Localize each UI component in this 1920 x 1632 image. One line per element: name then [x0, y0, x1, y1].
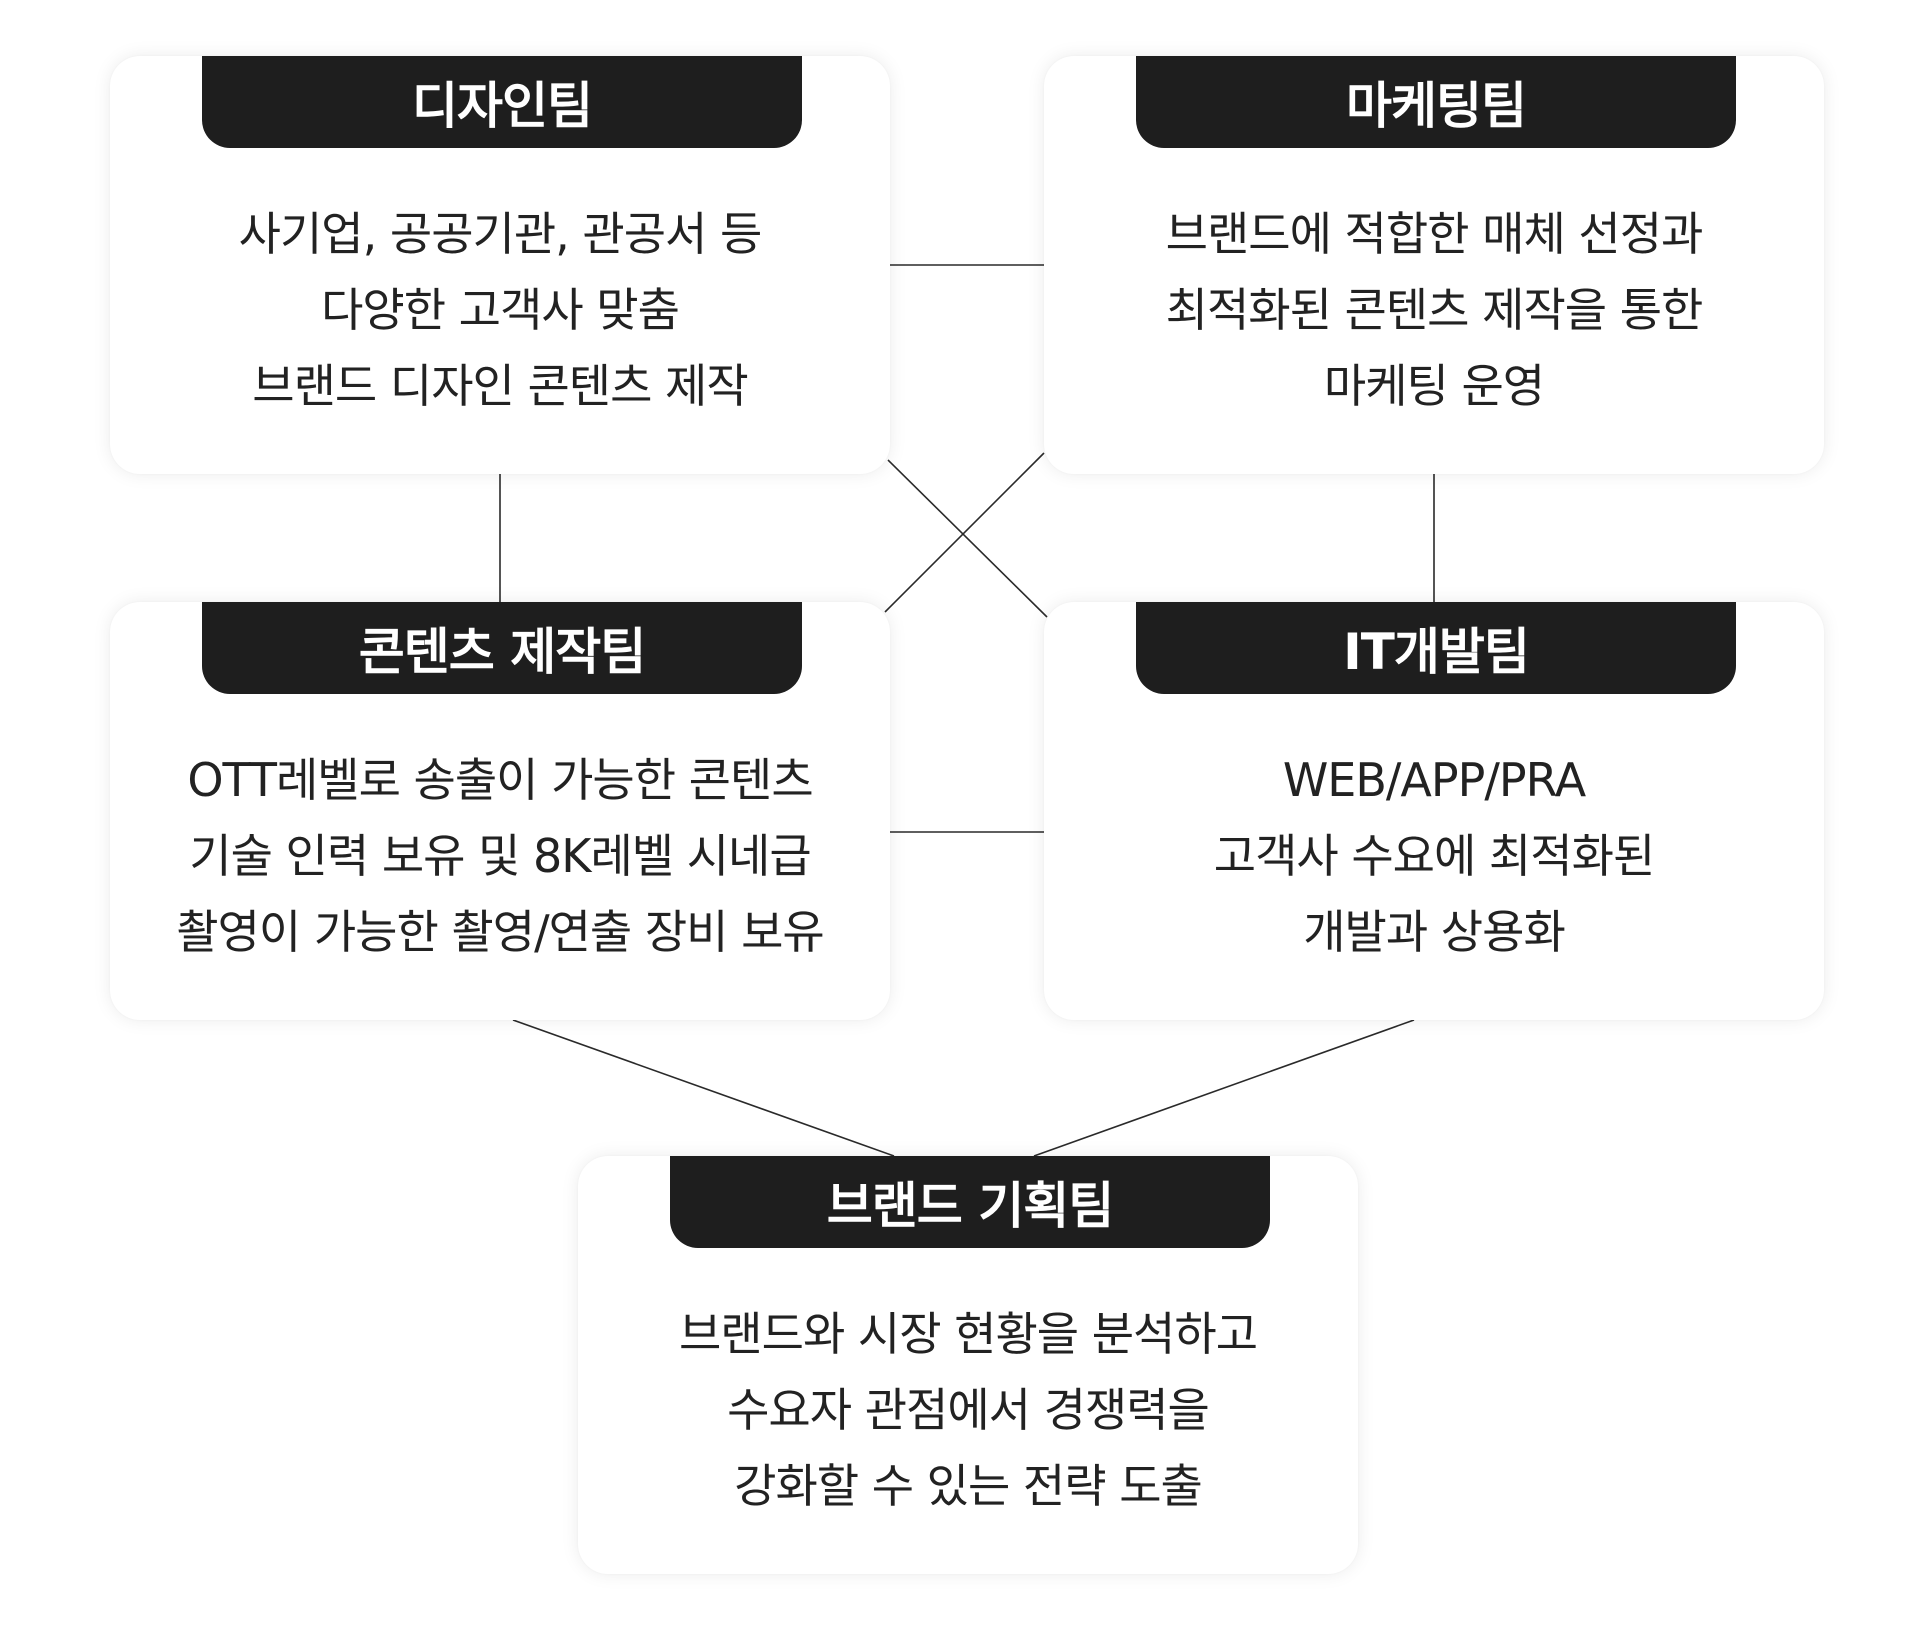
- connector-design-it: [887, 459, 1048, 618]
- it-team-title: IT개발팀: [1136, 602, 1736, 694]
- marketing-team-description: 브랜드에 적합한 매체 선정과 최적화된 콘텐츠 제작을 통한 마케팅 운영: [1044, 196, 1824, 424]
- design-team-title: 디자인팀: [202, 56, 802, 148]
- content-team-description: OTT레벨로 송출이 가능한 콘텐츠 기술 인력 보유 및 8K레벨 시네급 촬…: [110, 742, 890, 970]
- marketing-team-line-1: 브랜드에 적합한 매체 선정과: [1165, 207, 1704, 261]
- connector-it-brand: [1033, 1019, 1415, 1157]
- content-team-line-3: 촬영이 가능한 촬영/연출 장비 보유: [176, 905, 824, 959]
- brand-planning-team-line-1: 브랜드와 시장 현황을 분석하고: [678, 1307, 1258, 1361]
- brand-planning-team-line-2: 수요자 관점에서 경쟁력을: [727, 1383, 1210, 1437]
- marketing-team-card: 마케팅팀 브랜드에 적합한 매체 선정과 최적화된 콘텐츠 제작을 통한 마케팅…: [1044, 56, 1824, 474]
- connector-marketing-content: [884, 452, 1045, 613]
- content-team-title: 콘텐츠 제작팀: [202, 602, 802, 694]
- brand-planning-team-card: 브랜드 기획팀 브랜드와 시장 현황을 분석하고 수요자 관점에서 경쟁력을 강…: [578, 1156, 1358, 1574]
- content-team-card: 콘텐츠 제작팀 OTT레벨로 송출이 가능한 콘텐츠 기술 인력 보유 및 8K…: [110, 602, 890, 1020]
- content-team-line-2: 기술 인력 보유 및 8K레벨 시네급: [189, 829, 811, 883]
- design-team-description: 사기업, 공공기관, 관공서 등 다양한 고객사 맞춤 브랜드 디자인 콘텐츠 …: [110, 196, 890, 424]
- design-team-line-2: 다양한 고객사 맞춤: [321, 283, 680, 337]
- it-team-line-3: 개발과 상용화: [1303, 905, 1566, 959]
- brand-planning-team-line-3: 강화할 수 있는 전략 도출: [734, 1459, 1203, 1513]
- brand-planning-team-title: 브랜드 기획팀: [670, 1156, 1270, 1248]
- it-team-description: WEB/APP/PRA 고객사 수요에 최적화된 개발과 상용화: [1044, 742, 1824, 970]
- connector-content-brand: [512, 1019, 895, 1157]
- design-team-card: 디자인팀 사기업, 공공기관, 관공서 등 다양한 고객사 맞춤 브랜드 디자인…: [110, 56, 890, 474]
- marketing-team-line-3: 마케팅 운영: [1323, 359, 1545, 413]
- brand-planning-team-description: 브랜드와 시장 현황을 분석하고 수요자 관점에서 경쟁력을 강화할 수 있는 …: [578, 1296, 1358, 1524]
- it-team-line-2: 고객사 수요에 최적화된: [1213, 829, 1655, 883]
- design-team-line-3: 브랜드 디자인 콘텐츠 제작: [252, 359, 748, 413]
- it-team-card: IT개발팀 WEB/APP/PRA 고객사 수요에 최적화된 개발과 상용화: [1044, 602, 1824, 1020]
- marketing-team-title: 마케팅팀: [1136, 56, 1736, 148]
- marketing-team-line-2: 최적화된 콘텐츠 제작을 통한: [1165, 283, 1704, 337]
- content-team-line-1: OTT레벨로 송출이 가능한 콘텐츠: [187, 753, 813, 807]
- it-team-line-1: WEB/APP/PRA: [1282, 753, 1586, 807]
- design-team-line-1: 사기업, 공공기관, 관공서 등: [238, 207, 763, 261]
